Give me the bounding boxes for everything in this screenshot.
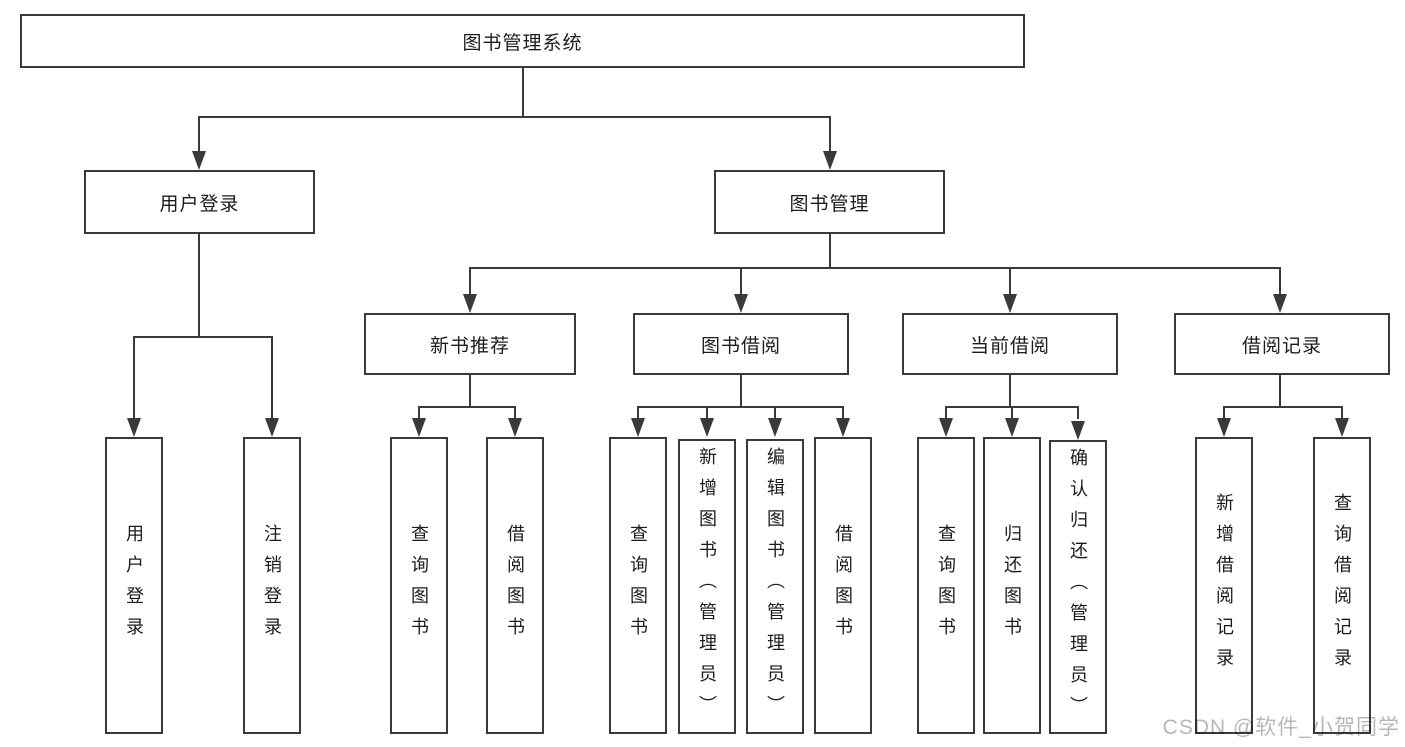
node-label: 新书推荐 bbox=[429, 335, 510, 357]
connector-hline bbox=[1223, 406, 1343, 408]
connector-vline bbox=[1011, 406, 1013, 419]
connector-vline bbox=[740, 375, 742, 407]
arrowhead-down-icon bbox=[265, 418, 279, 437]
arrowhead-down-icon bbox=[1071, 421, 1085, 440]
connector-vline bbox=[945, 406, 947, 419]
node-book-borrowing: 图书借阅 bbox=[633, 313, 849, 375]
leaf-borrow-books-recommend: 借阅图书 bbox=[486, 437, 544, 734]
connector-vline bbox=[1009, 267, 1011, 295]
node-label: 图书借阅 bbox=[700, 335, 781, 357]
node-label: 当前借阅 bbox=[969, 335, 1050, 357]
arrowhead-down-icon bbox=[823, 151, 837, 170]
connector-vline bbox=[271, 336, 273, 418]
connector-vline bbox=[1341, 406, 1343, 419]
leaf-query-borrow-record: 查询借阅记录 bbox=[1313, 437, 1371, 734]
leaf-return-books: 归还图书 bbox=[983, 437, 1041, 734]
leaf-label: 查询图书 bbox=[409, 523, 429, 648]
leaf-label: 确认归还（管理员） bbox=[1068, 447, 1088, 727]
connector-hline bbox=[198, 116, 831, 118]
connector-vline bbox=[706, 406, 708, 419]
connector-vline bbox=[1279, 267, 1281, 295]
node-label: 借阅记录 bbox=[1241, 335, 1322, 357]
arrowhead-down-icon bbox=[836, 418, 850, 437]
leaf-label: 查询图书 bbox=[936, 523, 956, 648]
connector-hline bbox=[469, 267, 1281, 269]
node-user-login: 用户登录 bbox=[84, 170, 315, 234]
arrowhead-down-icon bbox=[1005, 418, 1019, 437]
connector-vline bbox=[133, 336, 135, 418]
leaf-label: 用户登录 bbox=[124, 523, 144, 648]
leaf-logout: 注销登录 bbox=[243, 437, 301, 734]
connector-vline bbox=[514, 406, 516, 419]
connector-vline bbox=[842, 406, 844, 419]
leaf-label: 查询图书 bbox=[628, 523, 648, 648]
leaf-query-books-borrowing: 查询图书 bbox=[609, 437, 667, 734]
node-label: 图书管理系统 bbox=[462, 32, 583, 54]
connector-vline bbox=[418, 406, 420, 419]
arrowhead-down-icon bbox=[1003, 294, 1017, 313]
arrowhead-down-icon bbox=[631, 418, 645, 437]
connector-vline bbox=[774, 406, 776, 419]
arrowhead-down-icon bbox=[734, 294, 748, 313]
leaf-label: 新增图书（管理员） bbox=[697, 447, 717, 726]
connector-vline bbox=[1009, 375, 1011, 407]
leaf-label: 新增借阅记录 bbox=[1214, 492, 1234, 679]
arrowhead-down-icon bbox=[192, 151, 206, 170]
leaf-confirm-return-admin: 确认归还（管理员） bbox=[1049, 440, 1107, 734]
connector-vline bbox=[522, 68, 524, 118]
connector-vline bbox=[469, 267, 471, 295]
leaf-edit-books-admin: 编辑图书（管理员） bbox=[746, 439, 804, 734]
connector-vline bbox=[469, 375, 471, 407]
connector-vline bbox=[1223, 406, 1225, 419]
arrowhead-down-icon bbox=[1335, 418, 1349, 437]
connector-vline bbox=[1279, 375, 1281, 407]
connector-vline bbox=[198, 116, 200, 152]
leaf-query-books-recommend: 查询图书 bbox=[390, 437, 448, 734]
connector-vline bbox=[1077, 406, 1079, 419]
node-borrowing-records: 借阅记录 bbox=[1174, 313, 1390, 375]
connector-vline bbox=[198, 234, 200, 337]
leaf-label: 注销登录 bbox=[262, 523, 282, 648]
connector-vline bbox=[829, 116, 831, 152]
connector-hline bbox=[133, 336, 273, 338]
connector-hline bbox=[418, 406, 516, 408]
node-book-management: 图书管理 bbox=[714, 170, 945, 234]
leaf-add-borrow-record: 新增借阅记录 bbox=[1195, 437, 1253, 734]
node-label: 图书管理 bbox=[789, 193, 870, 215]
connector-vline bbox=[829, 234, 831, 268]
connector-hline bbox=[637, 406, 844, 408]
arrowhead-down-icon bbox=[412, 418, 426, 437]
arrowhead-down-icon bbox=[1273, 294, 1287, 313]
arrowhead-down-icon bbox=[768, 418, 782, 437]
arrowhead-down-icon bbox=[939, 418, 953, 437]
connector-vline bbox=[740, 267, 742, 295]
leaf-label: 借阅图书 bbox=[833, 523, 853, 648]
connector-vline bbox=[637, 406, 639, 419]
arrowhead-down-icon bbox=[700, 418, 714, 437]
node-label: 用户登录 bbox=[159, 193, 240, 215]
arrowhead-down-icon bbox=[508, 418, 522, 437]
leaf-label: 借阅图书 bbox=[505, 523, 525, 648]
leaf-add-books-admin: 新增图书（管理员） bbox=[678, 439, 736, 734]
node-new-book-recommendation: 新书推荐 bbox=[364, 313, 576, 375]
leaf-label: 编辑图书（管理员） bbox=[765, 447, 785, 726]
leaf-query-books-current: 查询图书 bbox=[917, 437, 975, 734]
arrowhead-down-icon bbox=[1217, 418, 1231, 437]
arrowhead-down-icon bbox=[463, 294, 477, 313]
leaf-borrow-books: 借阅图书 bbox=[814, 437, 872, 734]
node-library-management-system: 图书管理系统 bbox=[20, 14, 1025, 68]
arrowhead-down-icon bbox=[127, 418, 141, 437]
leaf-label: 查询借阅记录 bbox=[1332, 492, 1352, 679]
leaf-label: 归还图书 bbox=[1002, 523, 1022, 648]
leaf-user-login: 用户登录 bbox=[105, 437, 163, 734]
node-current-borrowing: 当前借阅 bbox=[902, 313, 1118, 375]
